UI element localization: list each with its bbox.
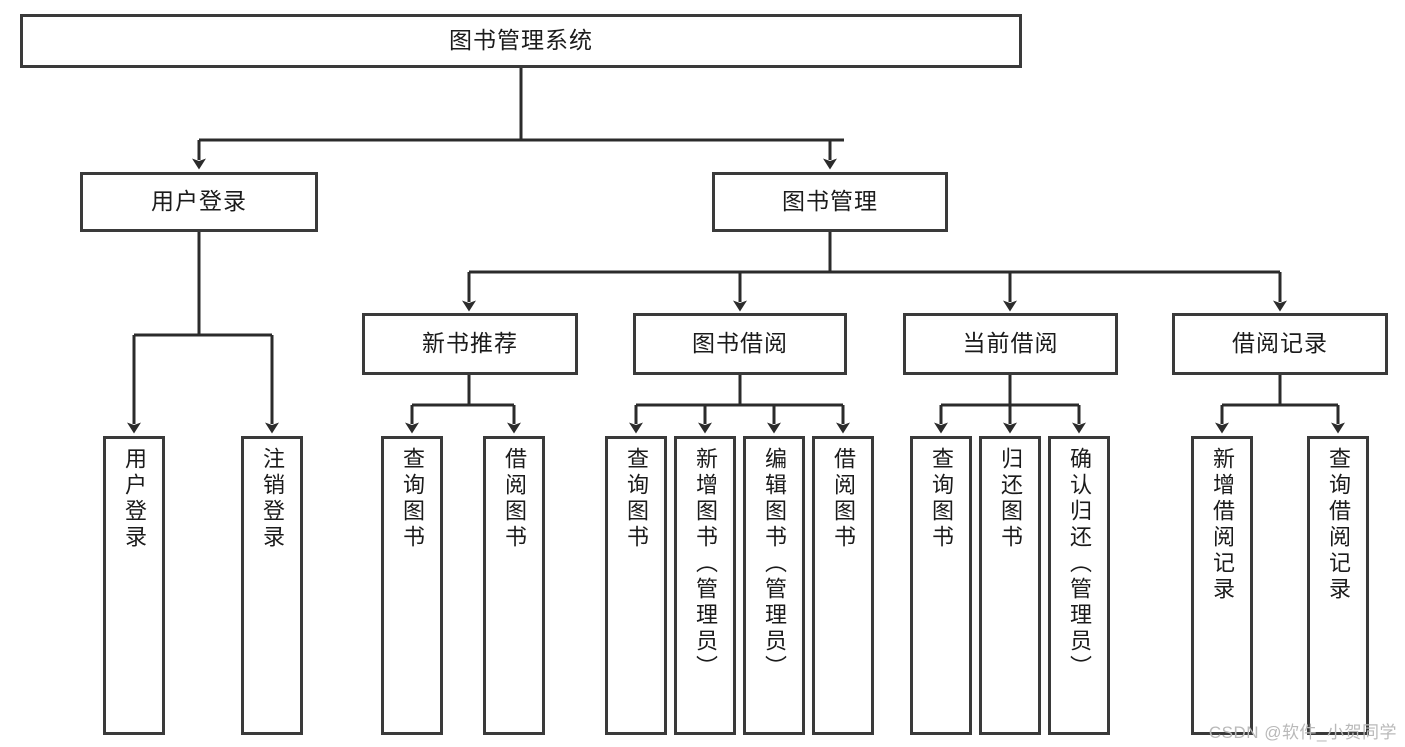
node-leaf-rec-borrow-book-label: 借阅图书 — [502, 447, 527, 551]
node-leaf-user-login[interactable]: 用户登录 — [103, 436, 165, 735]
node-leaf-rec-borrow-book[interactable]: 借阅图书 — [483, 436, 545, 735]
node-leaf-current-return-book[interactable]: 归还图书 — [979, 436, 1041, 735]
node-leaf-borrow-borrow-book[interactable]: 借阅图书 — [812, 436, 874, 735]
node-leaf-record-add-label: 新增借阅记录 — [1210, 447, 1235, 603]
node-root[interactable]: 图书管理系统 — [20, 14, 1022, 68]
node-leaf-borrow-edit-book-label: 编辑图书（管理员） — [762, 447, 787, 681]
node-leaf-current-confirm-return[interactable]: 确认归还（管理员） — [1048, 436, 1110, 735]
node-leaf-borrow-query-book[interactable]: 查询图书 — [605, 436, 667, 735]
node-leaf-current-query-book[interactable]: 查询图书 — [910, 436, 972, 735]
node-leaf-record-query[interactable]: 查询借阅记录 — [1307, 436, 1369, 735]
node-current-borrow[interactable]: 当前借阅 — [903, 313, 1118, 375]
node-leaf-borrow-add-book-label: 新增图书（管理员） — [693, 447, 718, 681]
node-leaf-rec-query-book-label: 查询图书 — [400, 447, 425, 551]
node-root-label: 图书管理系统 — [449, 27, 593, 54]
node-current-borrow-label: 当前借阅 — [962, 330, 1059, 357]
node-book-manage[interactable]: 图书管理 — [712, 172, 948, 232]
node-leaf-current-query-book-label: 查询图书 — [929, 447, 954, 551]
node-leaf-user-logout[interactable]: 注销登录 — [241, 436, 303, 735]
node-new-book-rec-label: 新书推荐 — [422, 330, 518, 357]
node-leaf-user-login-label: 用户登录 — [122, 447, 147, 551]
node-leaf-borrow-borrow-book-label: 借阅图书 — [831, 447, 856, 551]
node-book-borrow-label: 图书借阅 — [692, 330, 788, 357]
node-book-borrow[interactable]: 图书借阅 — [633, 313, 847, 375]
node-user-login-label: 用户登录 — [151, 188, 247, 215]
node-leaf-borrow-add-book[interactable]: 新增图书（管理员） — [674, 436, 736, 735]
node-leaf-record-query-label: 查询借阅记录 — [1326, 447, 1351, 603]
watermark-text: CSDN @软件_小贺同学 — [1208, 723, 1397, 742]
node-borrow-record[interactable]: 借阅记录 — [1172, 313, 1388, 375]
node-leaf-borrow-query-book-label: 查询图书 — [624, 447, 649, 551]
node-leaf-user-logout-label: 注销登录 — [260, 447, 285, 551]
node-leaf-current-return-book-label: 归还图书 — [998, 447, 1023, 551]
node-book-manage-label: 图书管理 — [782, 188, 878, 215]
node-leaf-borrow-edit-book[interactable]: 编辑图书（管理员） — [743, 436, 805, 735]
node-new-book-rec[interactable]: 新书推荐 — [362, 313, 578, 375]
node-leaf-record-add[interactable]: 新增借阅记录 — [1191, 436, 1253, 735]
node-borrow-record-label: 借阅记录 — [1232, 330, 1328, 357]
node-leaf-current-confirm-return-label: 确认归还（管理员） — [1067, 447, 1092, 681]
node-user-login[interactable]: 用户登录 — [80, 172, 318, 232]
node-leaf-rec-query-book[interactable]: 查询图书 — [381, 436, 443, 735]
